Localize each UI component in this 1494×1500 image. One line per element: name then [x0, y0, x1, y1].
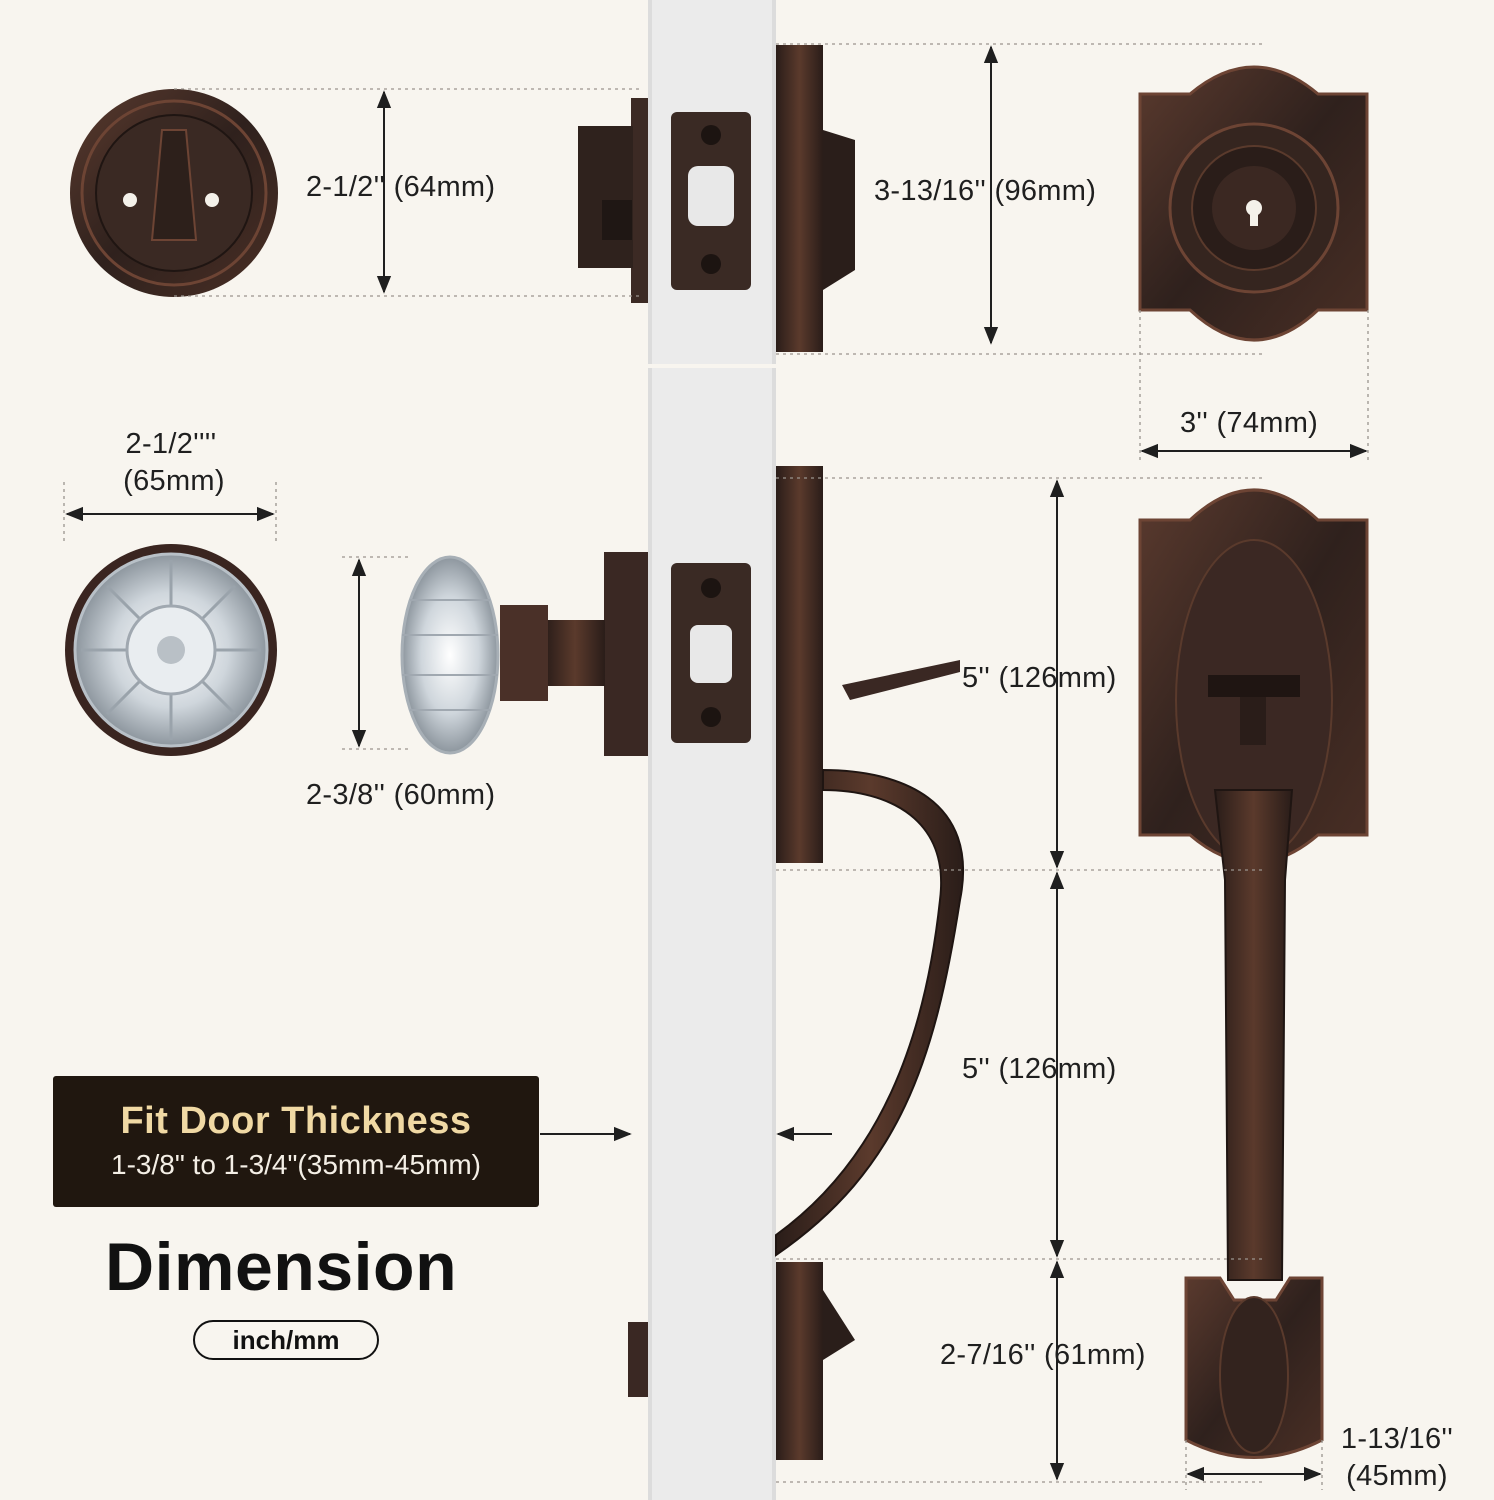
knob-side-view — [400, 552, 648, 756]
deadbolt-height-label: 3-13/16'' (96mm) — [874, 175, 1097, 207]
keyed-deadbolt-icon — [1138, 65, 1369, 342]
deadbolt-width-label: 3'' (74mm) — [1180, 407, 1319, 439]
handleset-bottom-height-label: 2-7/16'' (61mm) — [940, 1339, 1146, 1371]
deadbolt-latch-plate — [671, 112, 751, 290]
deadbolt-thumbturn-dia-label: 2-1/2'' (64mm) — [306, 171, 496, 203]
page-title: Dimension — [105, 1229, 458, 1305]
deadbolt-thumbturn-icon — [70, 89, 278, 297]
fit-door-thickness-range: 1-3/8" to 1-3/4"(35mm-45mm) — [111, 1149, 481, 1180]
fit-door-thickness-box: Fit Door Thickness 1-3/8" to 1-3/4"(35mm… — [53, 1076, 539, 1207]
handleset-bottom-width-label-line2: (45mm) — [1346, 1460, 1448, 1492]
knob-face-dia-label-line2: (65mm) — [123, 465, 225, 497]
handleset-bottom-width-label-line1: 1-13/16'' — [1340, 1423, 1454, 1455]
knob-height-label: 2-3/8'' (60mm) — [306, 779, 496, 811]
handleset-mid-height-label: 5'' (126mm) — [962, 1053, 1117, 1085]
crystal-knob-icon — [65, 544, 277, 756]
handleset-icon — [1138, 488, 1369, 1459]
handleset-top-height-label: 5'' (126mm) — [962, 662, 1117, 694]
deadbolt-side-view — [578, 45, 855, 352]
knob-face-dia-label-line1: 2-1/2'''' — [125, 428, 217, 460]
knob-latch-plate — [671, 563, 751, 743]
fit-door-thickness-title: Fit Door Thickness — [120, 1100, 472, 1142]
handleset-side-view — [628, 466, 965, 1460]
unit-badge: inch/mm — [193, 1320, 379, 1360]
